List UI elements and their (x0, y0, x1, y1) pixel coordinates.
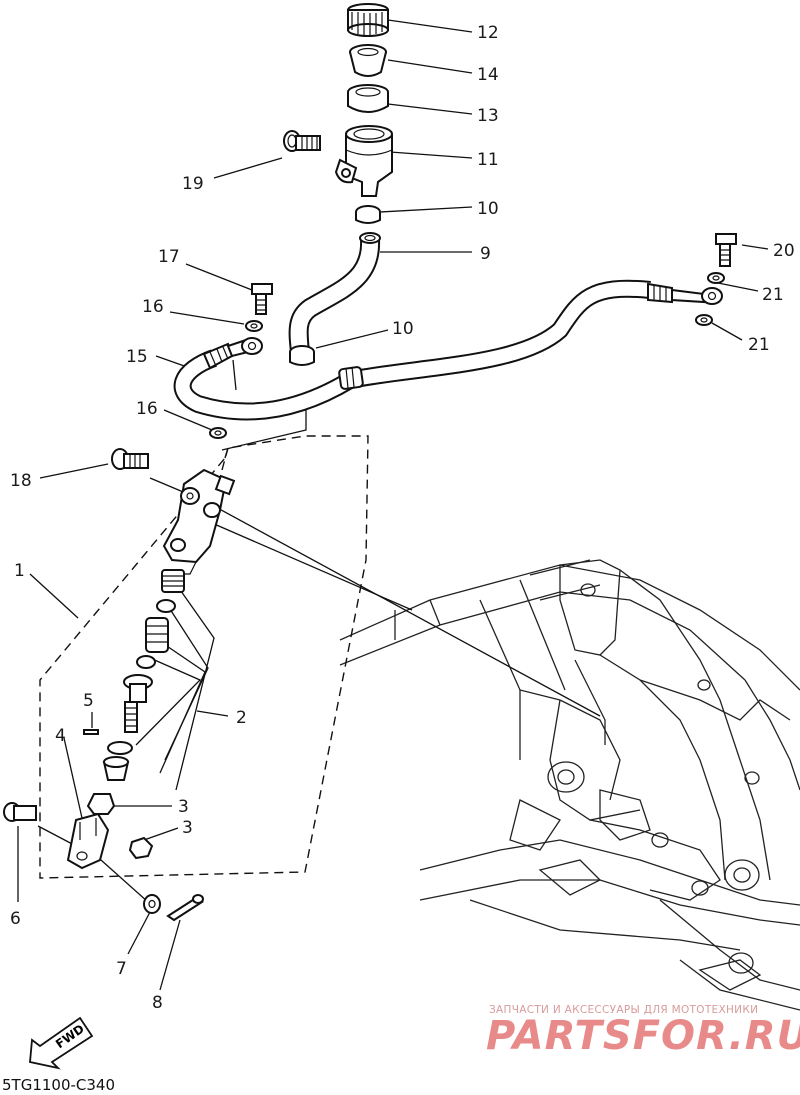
piston-kit (83, 569, 185, 815)
fwd-arrow-icon: FWD (29, 1016, 94, 1070)
cotter-pin-8 (166, 894, 204, 922)
callout-3-lower: 3 (182, 818, 193, 838)
callout-3-upper: 3 (178, 797, 189, 817)
callout-13: 13 (477, 106, 499, 126)
callout-10-lower: 10 (392, 319, 414, 339)
callout-21-lower: 21 (748, 335, 770, 355)
washer-7 (143, 894, 161, 914)
bolt-19 (283, 130, 321, 152)
clevis-4 (66, 812, 110, 870)
diaphragm (347, 84, 389, 113)
callout-5: 5 (83, 691, 94, 711)
motorcycle-frame (339, 559, 800, 1011)
callout-16-lower: 16 (136, 399, 158, 419)
reservoir-tank (334, 125, 393, 197)
callout-labels: 12 14 13 11 19 10 9 20 17 21 16 10 21 15… (10, 23, 795, 1013)
hose-clip-lower (289, 345, 315, 366)
brake-hose (173, 279, 723, 421)
callout-4: 4 (55, 726, 66, 746)
reservoir-cap (347, 3, 389, 37)
watermark-subtitle: ЗАПЧАСТИ И АКСЕССУАРЫ ДЛЯ МОТОТЕХНИКИ (489, 1004, 759, 1016)
bolt-18 (111, 448, 149, 470)
callout-2: 2 (236, 708, 247, 728)
callout-17: 17 (158, 247, 180, 267)
master-cylinder-body (162, 468, 236, 575)
callout-7: 7 (116, 959, 127, 979)
watermark-brand: PARTSFOR.RU (486, 1013, 800, 1059)
leader-lines (17, 19, 769, 991)
pin-6 (3, 802, 37, 822)
hose-clip-upper (355, 205, 381, 224)
callout-14: 14 (477, 65, 499, 85)
callout-10-upper: 10 (477, 199, 499, 219)
union-bolt-20 (715, 233, 737, 267)
callout-16-upper: 16 (142, 297, 164, 317)
callout-11: 11 (477, 150, 499, 170)
callout-1: 1 (14, 561, 25, 581)
callout-9: 9 (480, 244, 491, 264)
gasket-21 (695, 272, 725, 326)
assembly-boundary (39, 435, 369, 879)
callout-12: 12 (477, 23, 499, 43)
gasket-16 (209, 320, 263, 439)
diagram-code: 5TG1100-C340 (2, 1076, 116, 1094)
callout-20: 20 (773, 241, 795, 261)
callout-21-upper: 21 (762, 285, 784, 305)
nut-3 (128, 836, 154, 860)
callout-19: 19 (182, 174, 204, 194)
union-bolt-17 (251, 283, 273, 315)
reservoir-hose (288, 232, 381, 353)
callout-6: 6 (10, 909, 21, 929)
diaphragm-plate (349, 44, 387, 77)
callout-8: 8 (152, 993, 163, 1013)
callout-15: 15 (126, 347, 148, 367)
callout-18: 18 (10, 471, 32, 491)
